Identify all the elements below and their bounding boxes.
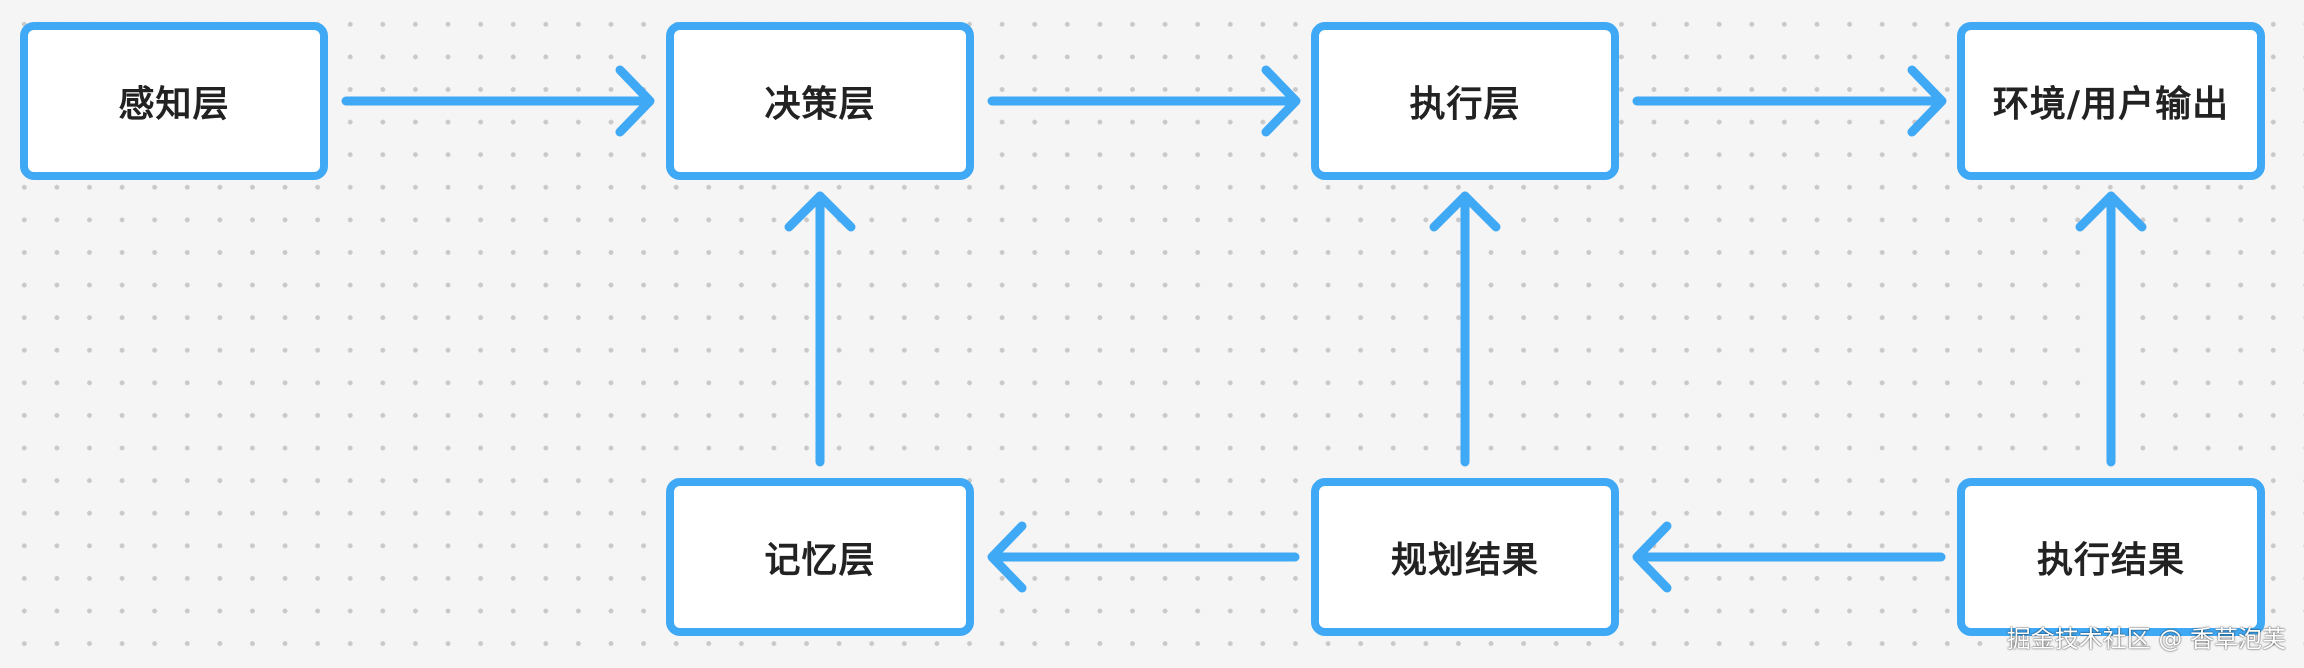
node-environment-user-output: 环境/用户输出 — [1957, 22, 2265, 180]
arrow-plan-to-execution — [1429, 191, 1501, 467]
arrow-memory-to-decision — [784, 191, 856, 467]
arrow-execution-to-output — [1632, 65, 1947, 137]
node-perception-layer: 感知层 — [20, 22, 328, 180]
arrow-plan-to-memory — [987, 521, 1300, 593]
node-execution-result: 执行结果 — [1957, 478, 2265, 636]
arrow-result-to-output — [2075, 191, 2147, 467]
node-execution-layer: 执行层 — [1311, 22, 1619, 180]
arrow-perception-to-decision — [341, 65, 655, 137]
node-planning-result: 规划结果 — [1311, 478, 1619, 636]
arrow-decision-to-execution — [987, 65, 1301, 137]
node-memory-layer: 记忆层 — [666, 478, 974, 636]
node-decision-layer: 决策层 — [666, 22, 974, 180]
watermark: 掘金技术社区 @ 香草泡芙 — [2006, 625, 2286, 653]
arrow-result-to-plan — [1632, 521, 1946, 593]
